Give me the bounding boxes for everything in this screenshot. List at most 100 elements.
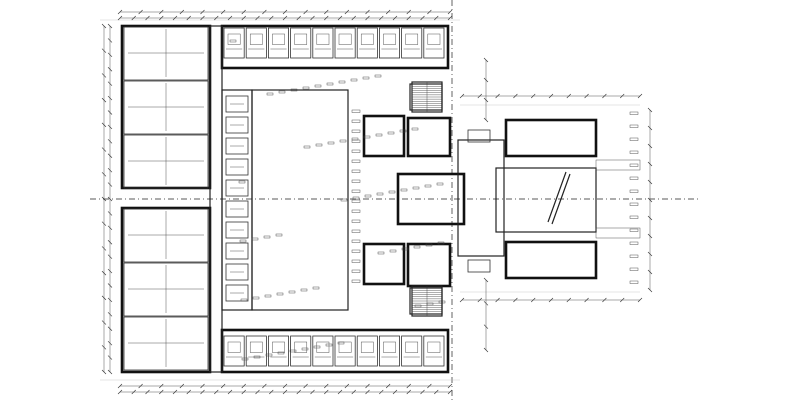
dimension-tick: [324, 389, 329, 395]
level-tag: [351, 109, 361, 113]
corridor-cell: [225, 200, 249, 218]
dimension-tick: [101, 73, 107, 78]
room-fixture: [272, 341, 285, 353]
room-fixture: [227, 33, 241, 45]
dimension-tick: [200, 389, 205, 395]
detail-mark: [266, 92, 274, 96]
dimension-tick: [483, 301, 489, 306]
dimension-tick: [303, 383, 308, 389]
dimension-tick: [101, 147, 107, 152]
detail-mark: [351, 137, 359, 141]
dimension-tick: [107, 81, 113, 86]
level-tag: [351, 159, 361, 163]
room: [223, 27, 245, 59]
dimension-tick: [269, 15, 274, 21]
room-fixture: [383, 341, 396, 353]
dimension-tick: [172, 15, 178, 21]
room: [223, 335, 245, 367]
dimension-tick: [159, 383, 164, 389]
room-fixture: [227, 341, 241, 353]
detail-mark: [424, 184, 432, 188]
dimension-tick: [392, 389, 398, 395]
dimension-tick: [214, 15, 219, 21]
detail-mark: [362, 76, 370, 80]
room-fixture: [427, 341, 441, 353]
room: [401, 335, 423, 367]
hall: [123, 80, 209, 135]
plan-details: [229, 39, 639, 361]
dimension-tick: [131, 389, 136, 395]
dimension-tick: [647, 215, 653, 221]
detail-mark: [313, 345, 321, 349]
dimension-tick: [365, 383, 370, 389]
dimension-tick: [477, 93, 483, 99]
dimension-lines: [101, 9, 653, 395]
dimension-tick: [495, 297, 500, 303]
dimension-tick: [107, 312, 113, 317]
room-fixture: [316, 341, 330, 353]
detail-mark: [239, 239, 247, 243]
room: [423, 27, 445, 59]
east-ramps: [547, 159, 641, 239]
detail-mark: [241, 357, 249, 361]
core-box: [409, 83, 443, 111]
level-tag: [351, 249, 361, 253]
dimension-tick: [107, 23, 113, 29]
dimension-tick: [262, 9, 267, 15]
dimension-tick: [282, 9, 288, 15]
dimension-tick: [647, 161, 653, 167]
dimension-tick: [101, 122, 107, 128]
dimension-tick: [483, 347, 489, 353]
detail-mark: [288, 290, 296, 294]
dimension-tick: [241, 9, 246, 15]
dimension-tick: [296, 15, 301, 21]
grid-lines: [90, 0, 700, 400]
level-tag: [351, 149, 361, 153]
dimension-tick: [385, 383, 391, 389]
dimension-tick: [117, 9, 123, 15]
dimension-tick: [647, 287, 653, 293]
detail-mark: [229, 39, 237, 43]
dimension-tick: [101, 172, 107, 177]
dimension-tick: [117, 15, 123, 21]
detail-mark: [303, 145, 311, 149]
hall: [123, 208, 209, 263]
hall: [123, 316, 209, 371]
detail-mark: [264, 294, 272, 298]
level-tag: [629, 124, 639, 128]
detail-mark: [352, 196, 360, 200]
level-tag: [629, 215, 639, 219]
room-fixture: [405, 33, 419, 45]
detail-mark: [326, 82, 334, 86]
detail-mark: [302, 86, 310, 90]
dimension-tick: [145, 389, 150, 395]
hall: [123, 134, 209, 189]
dimension-tick: [483, 277, 489, 283]
room: [245, 335, 267, 367]
dimension-tick: [530, 297, 536, 303]
dimension-tick: [159, 9, 164, 15]
dimension-tick: [434, 15, 439, 21]
room-fixture: [294, 33, 308, 45]
dimension-tick: [548, 297, 554, 303]
dimension-tick: [255, 389, 260, 395]
dimension-tick: [101, 369, 107, 375]
detail-mark: [251, 237, 259, 241]
detail-mark: [238, 180, 246, 184]
dimension-tick: [365, 15, 370, 21]
dimension-tick: [619, 297, 625, 303]
dimension-tick: [200, 15, 205, 21]
dimension-tick: [107, 211, 113, 216]
dimension-tick: [365, 9, 370, 15]
detail-mark: [389, 249, 397, 253]
dimension-tick: [324, 15, 329, 21]
dimension-tick: [483, 117, 489, 123]
dimension-tick: [107, 95, 113, 101]
dimension-tick: [392, 15, 398, 21]
detail-mark: [400, 188, 408, 192]
dimension-tick: [107, 355, 113, 360]
dimension-tick: [602, 93, 607, 99]
dimension-tick: [637, 297, 643, 303]
room-fixture: [294, 341, 308, 353]
dimension-tick: [447, 389, 453, 395]
